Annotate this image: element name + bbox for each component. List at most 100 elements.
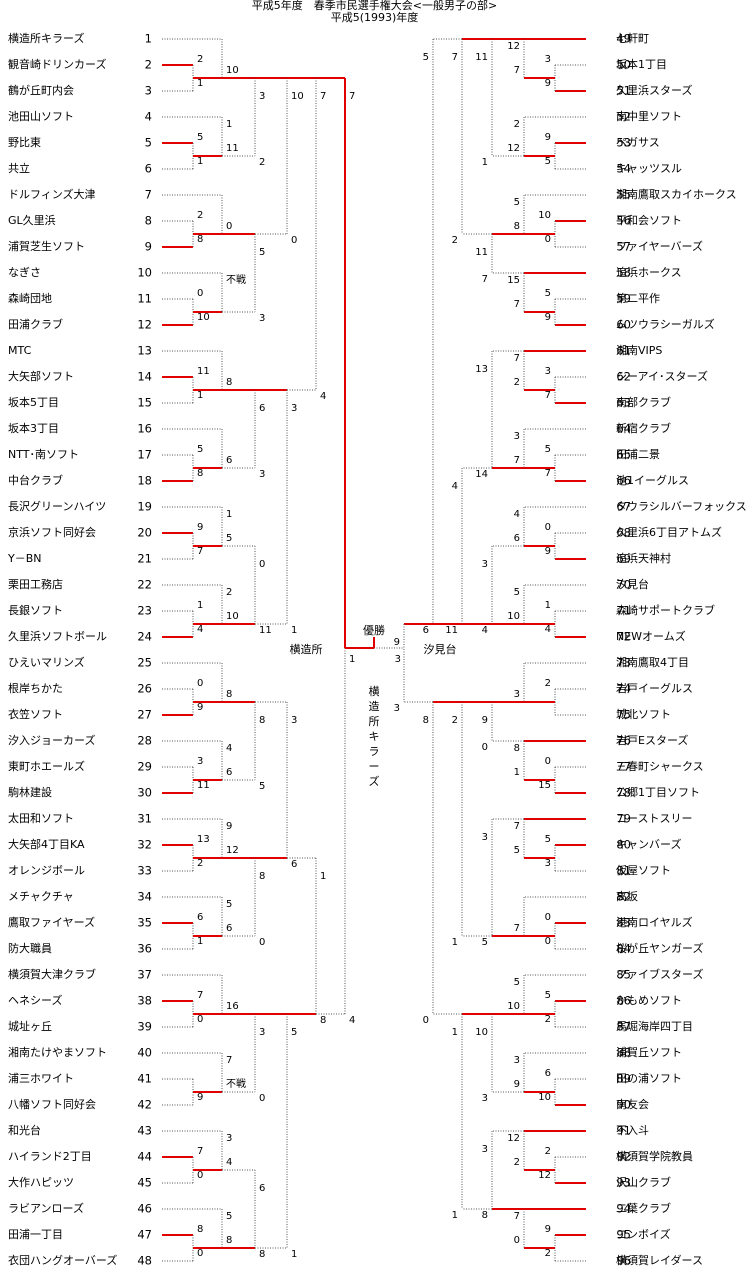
score-label: 0 (545, 234, 551, 245)
score-label: 15 (538, 780, 551, 791)
team-name: 坂本1丁目 (616, 57, 667, 71)
seed-number: 47 (137, 1228, 152, 1242)
team-name: 池田山ソフト (8, 110, 74, 123)
seed-number: 76 (616, 734, 631, 748)
team-name: 和光台 (8, 1123, 41, 1137)
score-label: 1 (197, 390, 203, 401)
seed-number: 7 (145, 188, 152, 202)
team-name: 鷹取ファイヤーズ (8, 915, 95, 929)
team-name: 駒林建設 (8, 785, 52, 799)
score-label: 5 (514, 197, 520, 208)
team-name: ヘネシーズ (8, 993, 62, 1007)
score-label: 3 (482, 832, 488, 843)
team-name: 三春町シャークス (616, 760, 704, 773)
score-label: 1 (197, 156, 203, 167)
score-label: 0 (482, 742, 488, 753)
score-label: 10 (226, 611, 239, 622)
seed-number: 62 (616, 370, 631, 384)
seed-number: 57 (616, 240, 631, 254)
team-name: 追浜天神村 (616, 551, 671, 565)
score-label: 7 (545, 468, 551, 479)
seed-number: 43 (137, 1124, 152, 1138)
score-label: 2 (545, 1146, 551, 1157)
score-label: 5 (545, 990, 551, 1001)
score-label: 0 (226, 221, 232, 232)
score-label: 4 (349, 1015, 355, 1026)
score-label: 2 (197, 858, 203, 869)
team-name: 田浦クラブ (8, 317, 63, 331)
score-label: 13 (475, 364, 488, 375)
seed-number: 35 (137, 916, 152, 930)
seed-number: 72 (616, 630, 631, 644)
score-label: 7 (514, 923, 520, 934)
seed-number: 6 (145, 162, 152, 176)
score-label: 7 (320, 91, 326, 102)
seed-number: 67 (616, 500, 631, 514)
seed-number: 37 (137, 968, 152, 982)
score-label: 5 (197, 444, 203, 455)
score-label: 5 (259, 781, 265, 792)
team-name: 田浦一丁目 (8, 1228, 63, 1241)
score-label: 6 (259, 1183, 265, 1194)
team-name: 久里浜ソフトボール (8, 630, 107, 643)
score-label: 5 (545, 444, 551, 455)
score-label: 不戦 (226, 273, 246, 286)
right-finalist-label: 汐見台 (424, 642, 457, 656)
score-label: 3 (545, 366, 551, 377)
score-label: 7 (514, 299, 520, 310)
team-name: 大矢部ソフト (8, 369, 74, 383)
score-label: 2 (226, 587, 232, 598)
seed-number: 49 (616, 32, 631, 46)
team-name: 大矢部4丁目KA (8, 837, 85, 851)
team-name: 八幡ソフト同好会 (8, 1097, 96, 1111)
score-label: 6 (226, 923, 232, 934)
seed-number: 40 (137, 1046, 152, 1060)
score-label: 3 (514, 1055, 520, 1066)
score-label: 5 (514, 845, 520, 856)
team-name: 衣笠ソフト (8, 707, 63, 721)
score-label: 2 (259, 157, 265, 168)
score-label: 1 (545, 600, 551, 611)
seed-number: 64 (616, 422, 631, 436)
seed-number: 45 (137, 1176, 152, 1190)
score-label: 3 (514, 431, 520, 442)
score-label: 12 (507, 143, 520, 154)
seed-number: 66 (616, 474, 631, 488)
score-label: 9 (545, 312, 551, 323)
team-name: 浦三ホワイト (8, 1072, 74, 1085)
seed-number: 1 (145, 32, 152, 46)
score-label: 7 (514, 821, 520, 832)
score-label: 0 (259, 937, 265, 948)
score-label: 10 (538, 1092, 551, 1103)
seed-number: 41 (137, 1072, 152, 1086)
team-name: 田の浦ソフト (616, 1072, 682, 1085)
score-label: 7 (226, 1055, 232, 1066)
team-name: 森崎サポートクラブ (616, 603, 715, 617)
score-label: 8 (226, 689, 232, 700)
seed-number: 74 (616, 682, 631, 696)
team-name: 浦賀丘ソフト (616, 1046, 682, 1059)
team-name: 久里浜スターズ (616, 83, 692, 97)
score-label: 7 (514, 1211, 520, 1222)
final-score: 3 (395, 654, 401, 665)
score-label: 8 (259, 1249, 265, 1260)
team-name: 城北ソフト (616, 708, 671, 721)
team-name: 中台クラブ (8, 473, 63, 487)
score-label: 1 (197, 78, 203, 89)
champion-name: キ (369, 730, 380, 743)
score-label: 9 (514, 1079, 520, 1090)
seed-number: 42 (137, 1098, 152, 1112)
score-label: 7 (349, 91, 355, 102)
score-label: 8 (320, 1015, 326, 1026)
score-label: 3 (482, 559, 488, 570)
seed-number: 32 (137, 838, 152, 852)
champion-name: 所 (369, 715, 380, 728)
score-label: 9 (545, 78, 551, 89)
score-label: 9 (226, 821, 232, 832)
score-label: 9 (394, 637, 400, 648)
score-label: 不戦 (226, 1077, 246, 1090)
seed-number: 24 (137, 630, 152, 644)
seed-number: 44 (137, 1150, 152, 1164)
score-label: 0 (259, 559, 265, 570)
score-label: 7 (482, 274, 488, 285)
